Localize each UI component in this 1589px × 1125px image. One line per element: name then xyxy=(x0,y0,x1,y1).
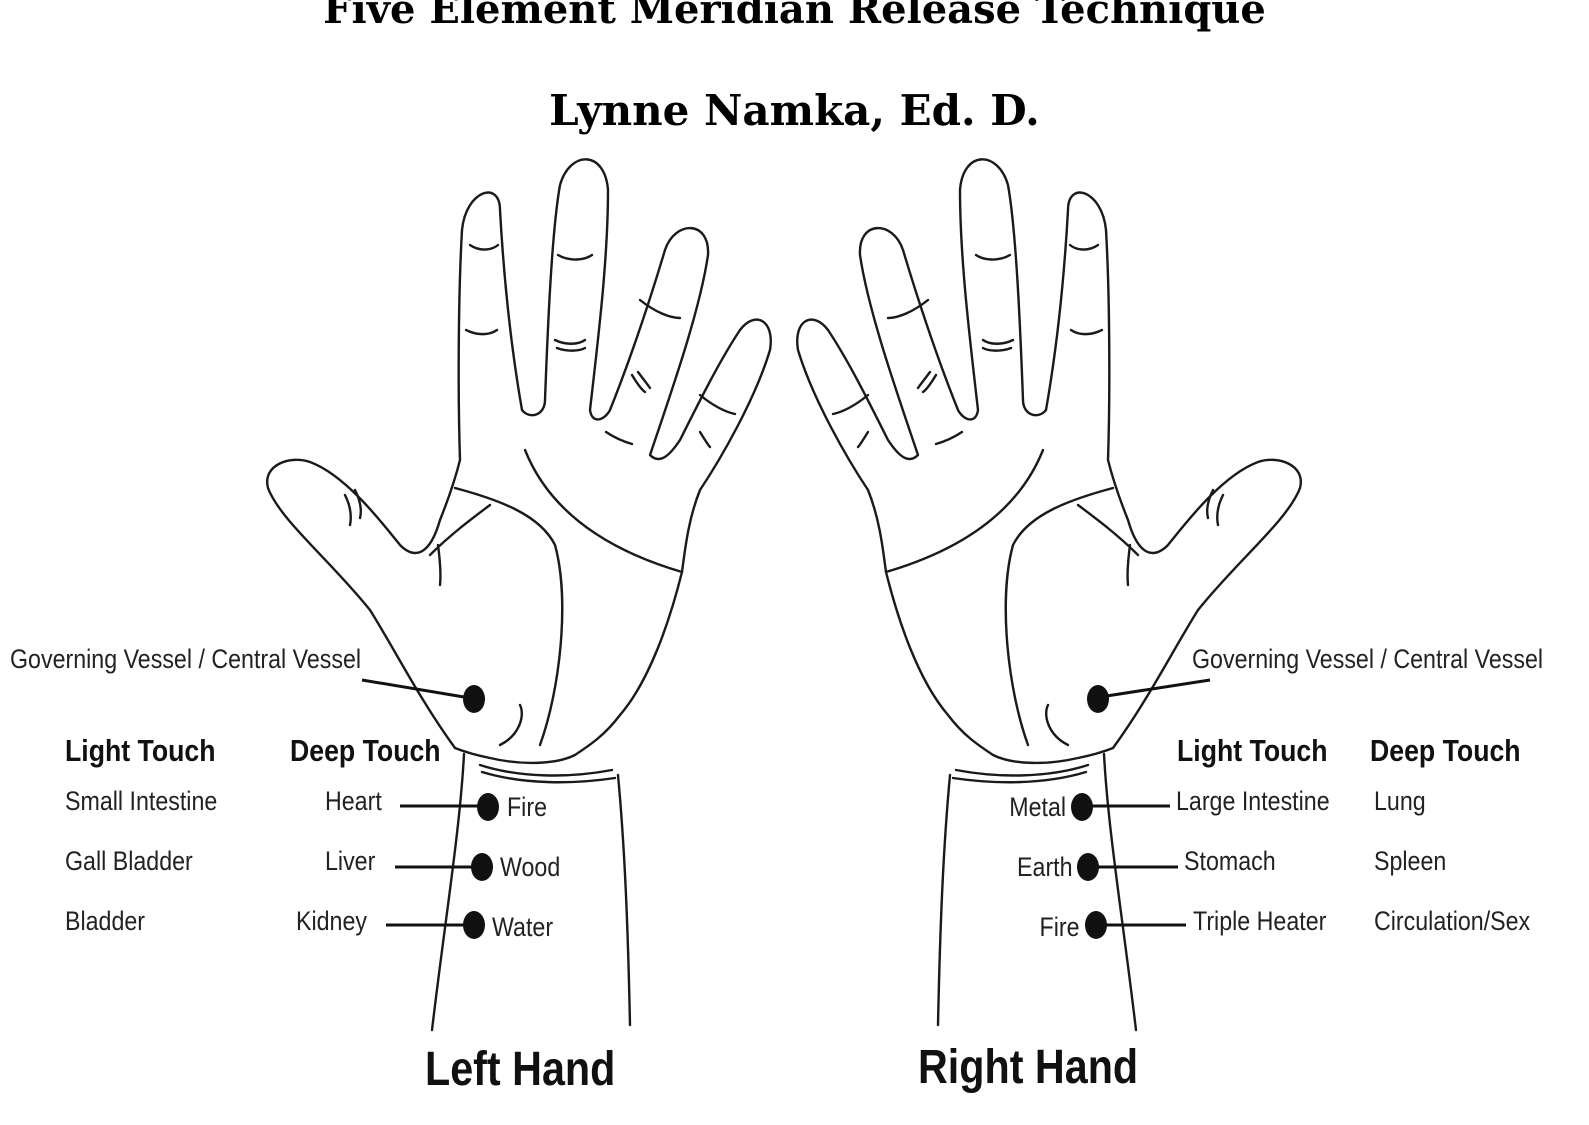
left-element-3: Water xyxy=(492,912,554,942)
right-vessel-label: Governing Vessel / Central Vessel xyxy=(1192,644,1544,674)
right-light-touch-header: Light Touch xyxy=(1177,733,1328,768)
left-element-1: Fire xyxy=(507,792,547,822)
right-earth-point xyxy=(1077,853,1099,881)
left-deep-touch-2: Liver xyxy=(325,846,376,876)
right-element-3: Fire xyxy=(1039,912,1079,942)
left-hand-outline xyxy=(266,158,772,1032)
right-light-touch-1: Large Intestine xyxy=(1176,786,1330,816)
right-metal-point xyxy=(1071,793,1093,821)
left-light-touch-header: Light Touch xyxy=(65,733,216,768)
right-hand-title: Right Hand xyxy=(918,1041,1139,1094)
left-vessel-point xyxy=(463,685,485,713)
left-light-touch-2: Gall Bladder xyxy=(65,846,193,876)
left-deep-touch-3: Kidney xyxy=(296,906,368,936)
right-hand-outline xyxy=(796,158,1302,1032)
right-deep-touch-1: Lung xyxy=(1374,786,1426,816)
left-element-2: Wood xyxy=(500,852,561,882)
right-light-touch-2: Stomach xyxy=(1184,846,1276,876)
left-fire-point xyxy=(477,793,499,821)
right-element-1: Metal xyxy=(1009,792,1066,822)
right-light-touch-3: Triple Heater xyxy=(1193,906,1327,936)
left-water-point xyxy=(463,911,485,939)
left-hand-title: Left Hand xyxy=(425,1043,616,1096)
right-element-2: Earth xyxy=(1017,852,1073,882)
right-deep-touch-3: Circulation/Sex xyxy=(1374,906,1531,936)
left-light-touch-3: Bladder xyxy=(65,906,146,936)
right-deep-touch-2: Spleen xyxy=(1374,846,1447,876)
right-vessel-point xyxy=(1087,685,1109,713)
left-wood-point xyxy=(471,853,493,881)
left-deep-touch-header: Deep Touch xyxy=(290,733,441,768)
right-vessel-line xyxy=(1099,678,1211,699)
document-author: Lynne Namka, Ed. D. xyxy=(549,86,1040,135)
document-title: Five Element Meridian Release Technique xyxy=(323,0,1266,33)
right-fire-point xyxy=(1085,911,1107,939)
left-vessel-label: Governing Vessel / Central Vessel xyxy=(10,644,362,674)
left-vessel-line xyxy=(361,678,471,700)
left-deep-touch-1: Heart xyxy=(325,786,382,816)
right-deep-touch-header: Deep Touch xyxy=(1370,733,1521,768)
left-light-touch-1: Small Intestine xyxy=(65,786,218,816)
